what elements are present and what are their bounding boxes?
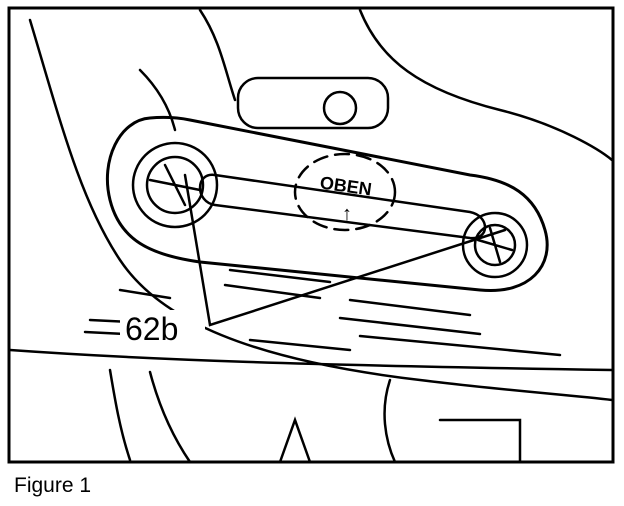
callout-label: 62b: [125, 311, 178, 347]
right-fastener-inner: [473, 223, 517, 267]
part-marking-arrow: ↑: [342, 203, 352, 225]
part-marking: OBEN: [319, 173, 373, 200]
left-fastener: [131, 141, 219, 229]
technical-illustration: OBEN ↑ 62b: [7, 6, 615, 464]
figure-caption: Figure 1: [14, 474, 92, 497]
leader-line: [183, 173, 507, 327]
left-fastener-slot: [148, 163, 202, 207]
lower-contour: [278, 416, 312, 464]
upper-contour: [358, 8, 614, 162]
lower-contour: [148, 370, 192, 464]
lower-contour: [383, 378, 397, 464]
right-fastener: [461, 211, 529, 279]
marking-oval: [293, 152, 397, 232]
hatch-lines: [83, 268, 562, 357]
left-fastener-inner: [145, 155, 205, 215]
upper-contour: [138, 68, 177, 132]
lower-contour: [438, 418, 522, 464]
upper-contour: [198, 8, 237, 102]
body-contour: [8, 348, 614, 372]
upper-slot: [236, 76, 390, 130]
cover-plate: [105, 115, 549, 293]
upper-bolt: [322, 90, 358, 126]
figure-border: [7, 6, 615, 464]
lower-contour: [108, 368, 132, 462]
